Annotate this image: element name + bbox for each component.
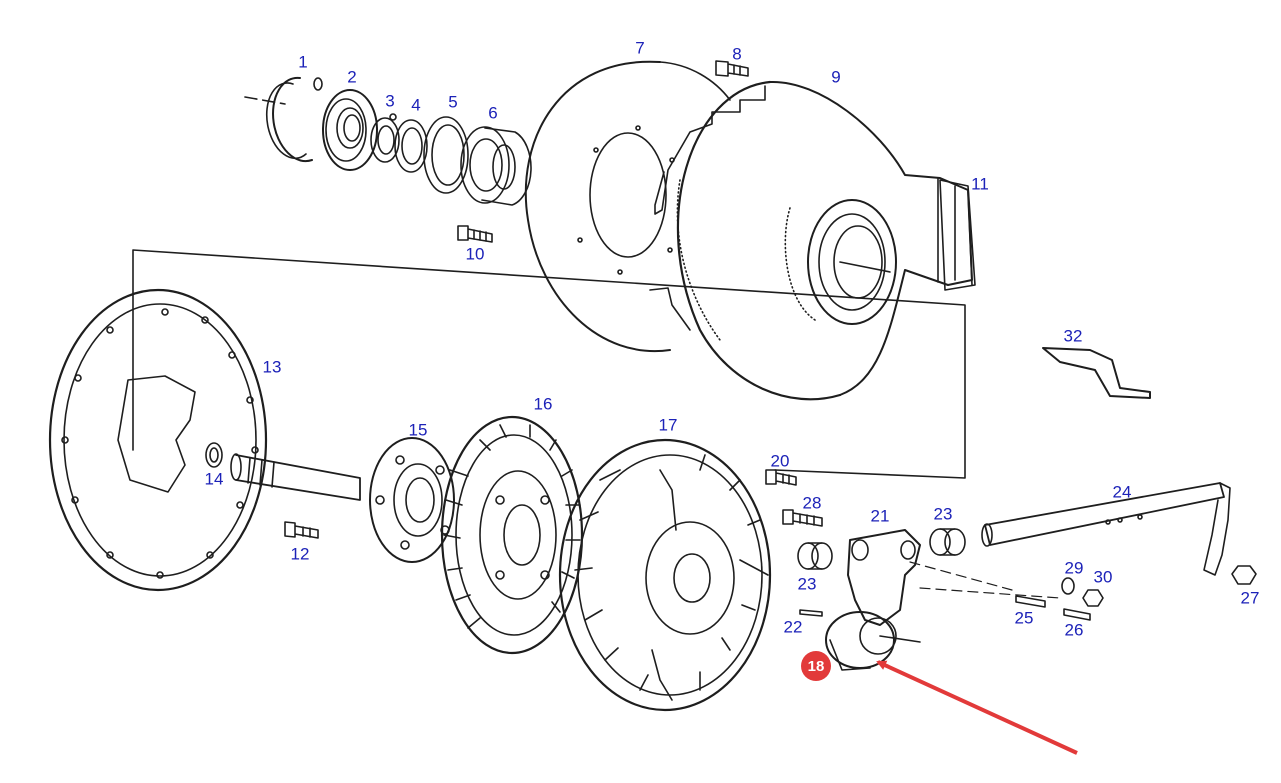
part-20-bolt bbox=[765, 469, 797, 486]
part-27-nut bbox=[1231, 565, 1257, 585]
part-label-p29: 29 bbox=[1064, 558, 1084, 578]
part-12-bolt bbox=[284, 521, 319, 539]
part-23-bush-left bbox=[797, 542, 833, 570]
frame-outline bbox=[132, 249, 966, 479]
part-label-p4: 4 bbox=[411, 95, 421, 115]
part-14-bush bbox=[205, 442, 223, 468]
part-8-bolt bbox=[715, 60, 749, 77]
part-label-p8: 8 bbox=[732, 44, 742, 64]
part-23-bush-right bbox=[929, 528, 966, 556]
part-7-plate bbox=[524, 60, 731, 353]
part-label-p10: 10 bbox=[465, 244, 485, 264]
part-10-bolt bbox=[457, 225, 493, 243]
part-24-cross-shaft bbox=[981, 482, 1231, 576]
part-1-circlip bbox=[272, 76, 313, 163]
part-26-bolt bbox=[1063, 608, 1091, 621]
part-label-p9: 9 bbox=[831, 67, 841, 87]
part-13-flywheel bbox=[48, 288, 268, 592]
part-label-p23b: 23 bbox=[933, 504, 953, 524]
part-label-p11: 11 bbox=[971, 174, 989, 194]
part-label-p3: 3 bbox=[385, 91, 395, 111]
part-30-nut bbox=[1082, 589, 1104, 607]
part-29-washer bbox=[1061, 577, 1075, 595]
part-label-p26: 26 bbox=[1064, 620, 1084, 640]
part-label-p27: 27 bbox=[1240, 588, 1260, 608]
part-3-ring bbox=[370, 113, 400, 163]
part-label-p24: 24 bbox=[1112, 482, 1132, 502]
part-label-p28: 28 bbox=[802, 493, 822, 513]
part-label-p16: 16 bbox=[533, 394, 553, 414]
part-label-p1: 1 bbox=[298, 52, 308, 72]
part-label-p2: 2 bbox=[347, 67, 357, 87]
part-15-hub bbox=[369, 437, 455, 563]
part-label-p15: 15 bbox=[408, 420, 428, 440]
part-4-spacer bbox=[394, 119, 428, 173]
part-label-p23a: 23 bbox=[797, 574, 817, 594]
part-25-pin bbox=[1015, 595, 1046, 608]
part-label-p25: 25 bbox=[1014, 608, 1034, 628]
highlight-badge: 18 bbox=[801, 651, 831, 681]
highlight-badge-label: 18 bbox=[807, 657, 825, 675]
part-label-p5: 5 bbox=[448, 92, 458, 112]
part-label-p20: 20 bbox=[770, 451, 790, 471]
highlight-arrow bbox=[876, 660, 1078, 755]
part-label-p13: 13 bbox=[262, 357, 282, 377]
part-28-bolt bbox=[782, 509, 823, 527]
part-label-p12: 12 bbox=[290, 544, 310, 564]
shaft bbox=[230, 453, 361, 501]
part-16-clutch-disc bbox=[440, 415, 584, 655]
part-21-fork bbox=[847, 529, 921, 626]
part-label-p14: 14 bbox=[204, 469, 224, 489]
part-11-gasket bbox=[939, 179, 976, 291]
part-18-release-bearing bbox=[825, 611, 921, 671]
part-label-p7: 7 bbox=[635, 38, 645, 58]
part-6-bearing bbox=[460, 126, 532, 206]
part-label-p17: 17 bbox=[658, 415, 678, 435]
part-22-pin bbox=[799, 609, 823, 617]
part-17-pressure-plate bbox=[558, 438, 772, 712]
part-32-bracket bbox=[1042, 347, 1151, 399]
part-label-p22: 22 bbox=[783, 617, 803, 637]
part-2-seal bbox=[322, 89, 378, 171]
shaft-axis-top bbox=[244, 96, 286, 105]
part-label-p32: 32 bbox=[1063, 326, 1083, 346]
part-5-ring bbox=[423, 116, 469, 194]
part-9-bell-housing bbox=[649, 80, 973, 401]
part-label-p21: 21 bbox=[870, 506, 890, 526]
part-label-p6: 6 bbox=[488, 103, 498, 123]
part-label-p30: 30 bbox=[1093, 567, 1113, 587]
